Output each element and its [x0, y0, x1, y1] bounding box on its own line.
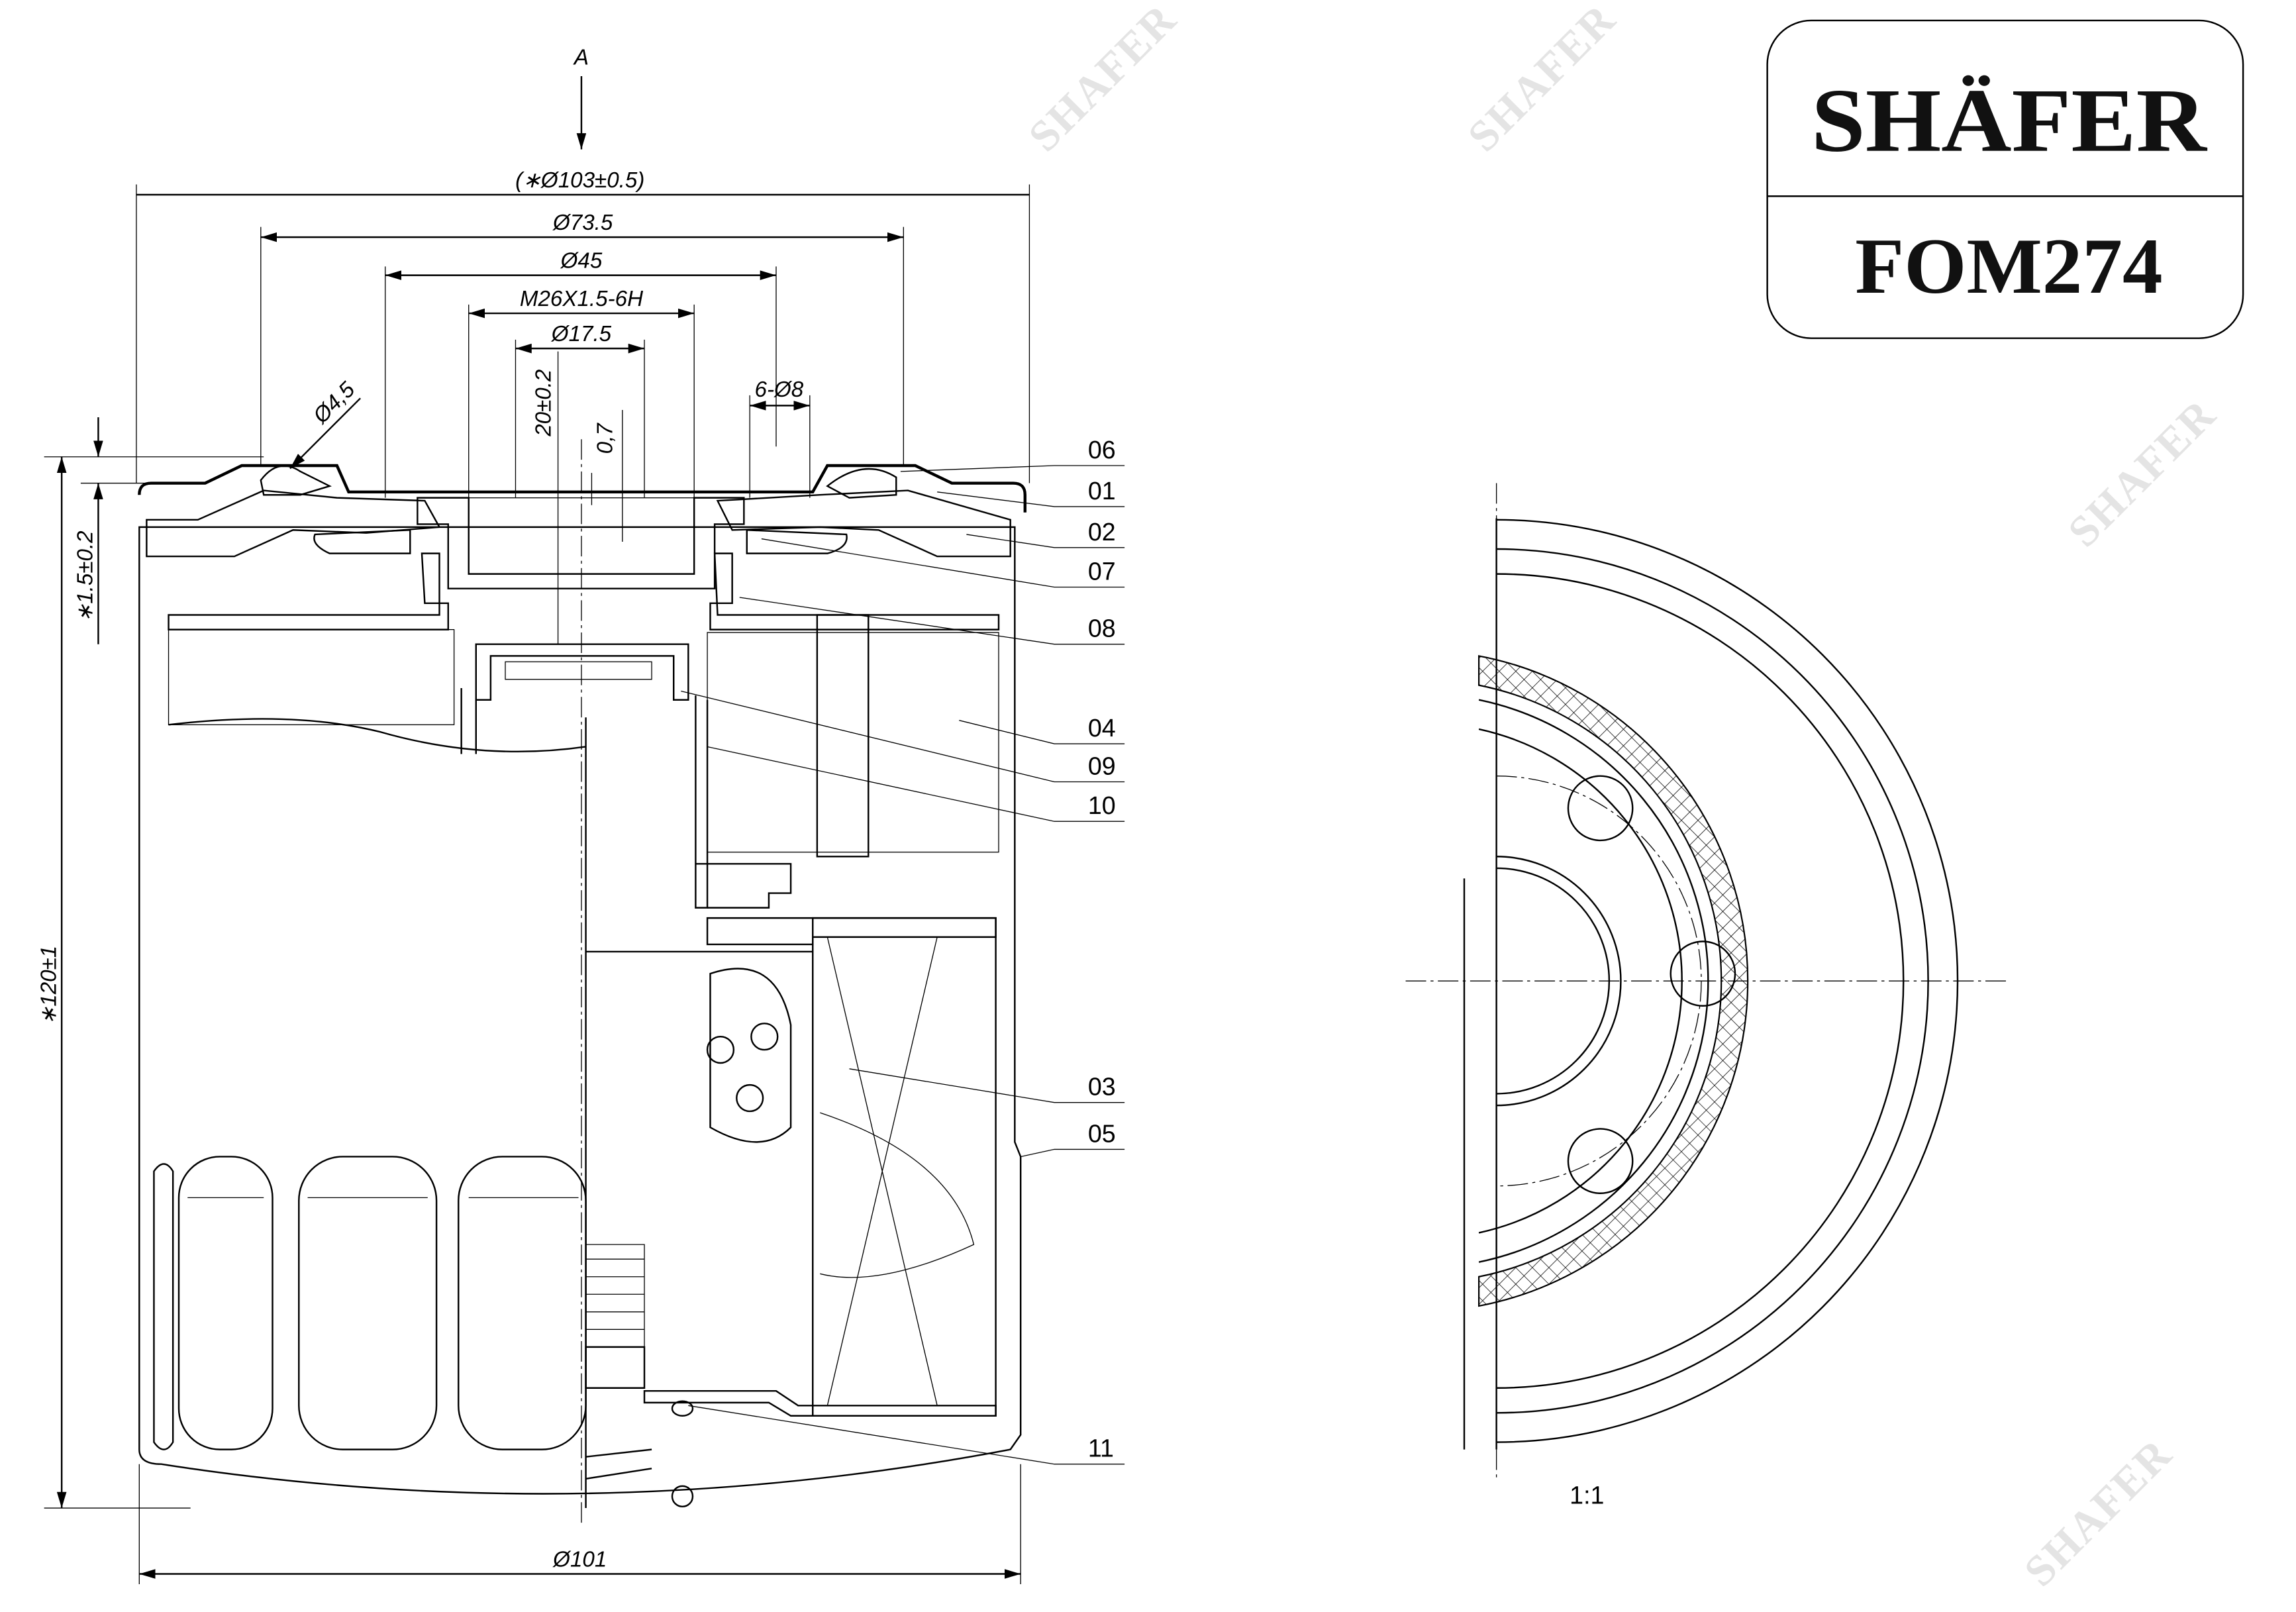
dim-plate-offset: 0,7 — [593, 423, 617, 454]
leader-line — [688, 1405, 1125, 1465]
part-label: 03 — [1088, 1073, 1116, 1101]
watermark-text: SHAFER — [2059, 390, 2225, 556]
section-view — [138, 439, 1027, 1523]
brand-logo: SHÄFER — [1811, 70, 2208, 171]
part-callout-10: 10 — [707, 746, 1125, 822]
dim-seal-diameter: Ø4,5 — [308, 377, 360, 428]
side-dimensions: ∗120±1 ∗1.5±0.2 — [36, 417, 264, 1509]
part-label: 08 — [1088, 615, 1116, 642]
leader-line — [1021, 1148, 1125, 1158]
leader-line — [761, 538, 1125, 588]
dim-thread: M26X1.5-6H — [520, 287, 643, 311]
watermark-text: SHAFER — [1020, 0, 1186, 161]
part-label: 07 — [1088, 557, 1116, 585]
leader-line — [849, 1068, 1125, 1103]
part-callout-09: 09 — [681, 690, 1125, 783]
dim-inner-gasket-diameter: Ø45 — [560, 249, 603, 274]
part-label: 10 — [1088, 791, 1116, 819]
dim-thread-depth: 20±0.2 — [532, 370, 556, 437]
section-marker: A — [573, 45, 589, 150]
dim-gasket-diameter: Ø73.5 — [552, 211, 613, 235]
watermark-text: SHAFER — [1459, 0, 1625, 161]
part-callout-02: 02 — [966, 518, 1125, 548]
leader-line — [900, 465, 1125, 472]
part-callout-07: 07 — [761, 538, 1125, 588]
part-number: FOM274 — [1855, 223, 2162, 310]
dim-outer-diameter: (∗Ø103±0.5) — [515, 168, 644, 193]
leader-line — [681, 690, 1125, 783]
leader-line — [966, 534, 1125, 548]
part-label: 09 — [1088, 752, 1116, 780]
part-callout-05: 05 — [1021, 1119, 1125, 1158]
leader-line — [959, 720, 1125, 744]
bottom-dimension: Ø101 — [138, 1464, 1021, 1584]
leader-line — [739, 597, 1125, 645]
top-view: 1:1 — [1405, 483, 2006, 1509]
dim-body-diameter: Ø101 — [552, 1547, 607, 1572]
part-label: 02 — [1088, 518, 1116, 546]
part-callout-11: 11 — [688, 1405, 1125, 1465]
part-label: 01 — [1088, 477, 1116, 505]
dim-total-height: ∗120±1 — [36, 946, 61, 1025]
dim-rim-height: ∗1.5±0.2 — [74, 530, 98, 622]
part-callout-01: 01 — [937, 477, 1125, 507]
part-callout-08: 08 — [739, 597, 1125, 645]
scale-label: 1:1 — [1570, 1481, 1604, 1509]
part-label: 04 — [1088, 714, 1116, 742]
part-label: 05 — [1088, 1119, 1116, 1147]
top-dimensions: (∗Ø103±0.5) Ø73.5 Ø45 M26X1.5-6H Ø17.5 2… — [136, 168, 1030, 644]
title-block: SHÄFER FOM274 — [1766, 19, 2244, 339]
leader-line — [707, 746, 1125, 822]
part-label: 11 — [1088, 1435, 1114, 1462]
leader-line — [937, 491, 1125, 507]
watermark-text: SHAFER — [2015, 1429, 2181, 1595]
dim-inlet-holes: 6-Ø8 — [755, 378, 804, 402]
svg-text:A: A — [573, 45, 589, 70]
part-callouts: 06 01 02 07 08 04 09 10 03 05 11 — [681, 436, 1125, 1465]
part-label: 06 — [1088, 436, 1116, 464]
part-callout-03: 03 — [849, 1068, 1125, 1103]
part-callout-06: 06 — [900, 436, 1125, 472]
part-callout-04: 04 — [959, 714, 1125, 744]
dim-bore-diameter: Ø17.5 — [551, 322, 612, 346]
